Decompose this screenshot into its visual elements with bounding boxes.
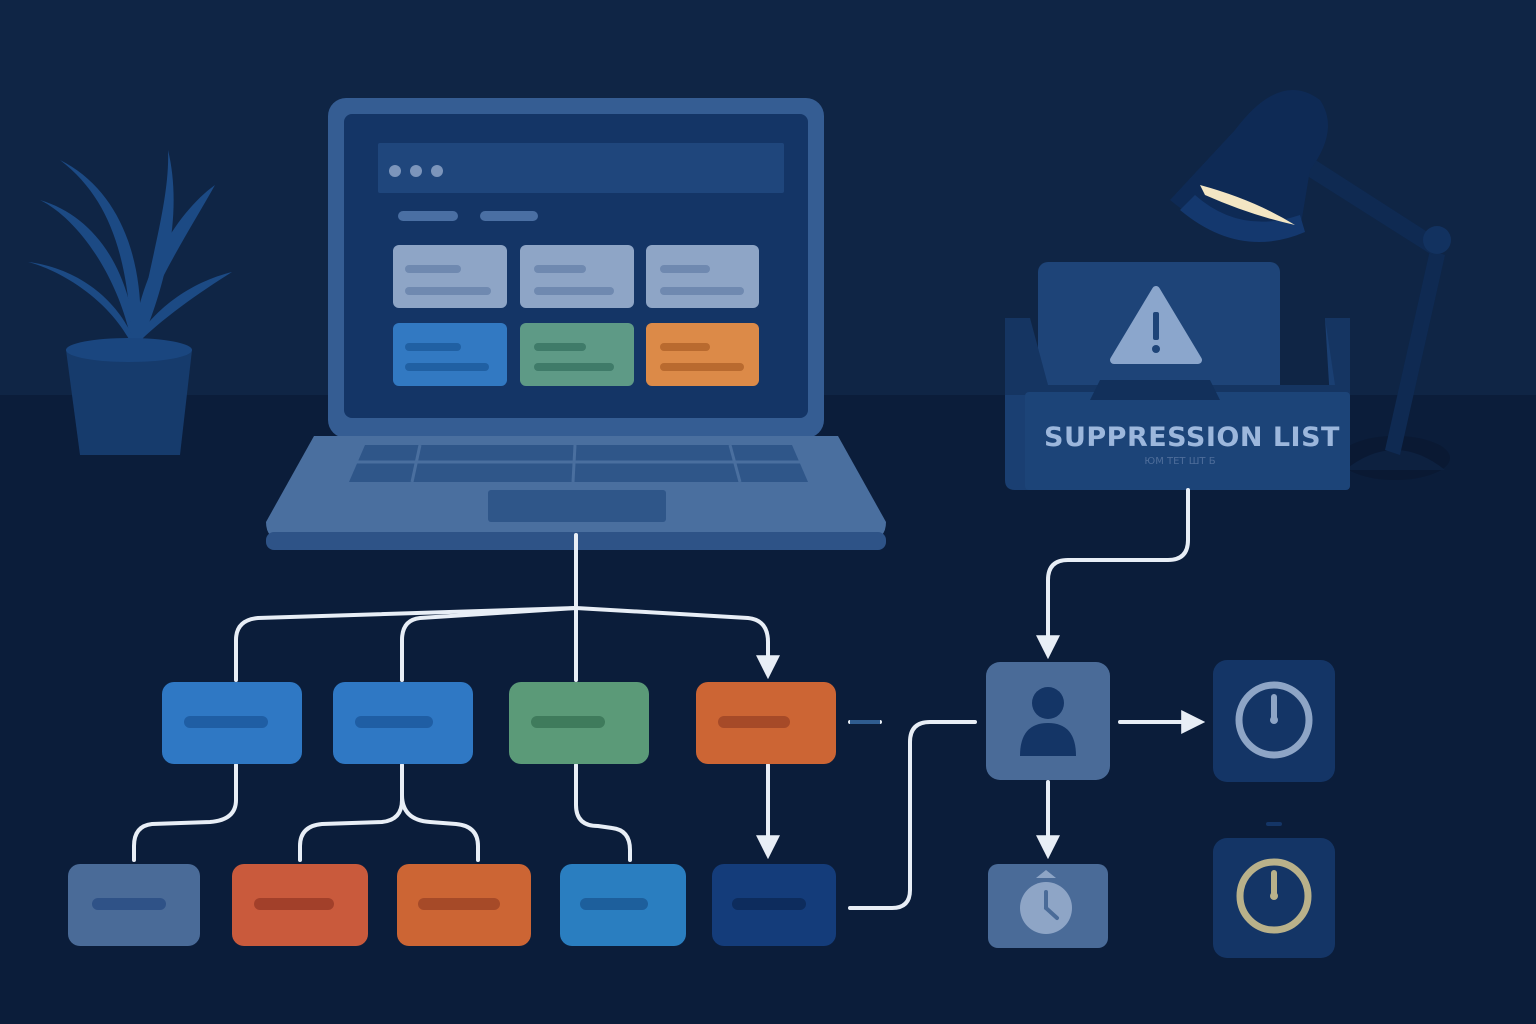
suppression-list-title: SUPPRESSION LIST	[1044, 422, 1340, 453]
node-level-2-e	[712, 864, 836, 946]
desk-lamp-icon	[1170, 90, 1451, 480]
warning-icon	[1110, 286, 1202, 364]
node-level-2-d	[560, 864, 686, 946]
suppression-list-subtitle: ЮМ ТЕТ ШТ Б	[1144, 456, 1215, 467]
node-level-1-b	[333, 682, 473, 764]
suppression-list-tray: SUPPRESSION LIST ЮМ ТЕТ ШТ Б	[1005, 262, 1350, 490]
laptop	[266, 98, 886, 550]
node-level-2-a	[68, 864, 200, 946]
clock-tile-2	[1213, 822, 1335, 958]
user-node	[986, 662, 1110, 780]
node-level-1-a	[162, 682, 302, 764]
node-level-2-b	[232, 864, 368, 946]
stopwatch-icon	[1020, 870, 1072, 934]
plant-icon	[28, 150, 232, 455]
node-level-2-c	[397, 864, 531, 946]
stopwatch-icon	[1236, 858, 1312, 934]
node-level-1-c	[509, 682, 649, 764]
clock-icon	[1235, 681, 1313, 759]
node-level-1-d	[696, 682, 836, 764]
user-icon	[1020, 687, 1076, 756]
timer-tile	[988, 864, 1108, 948]
clock-tile-1	[1213, 660, 1335, 782]
